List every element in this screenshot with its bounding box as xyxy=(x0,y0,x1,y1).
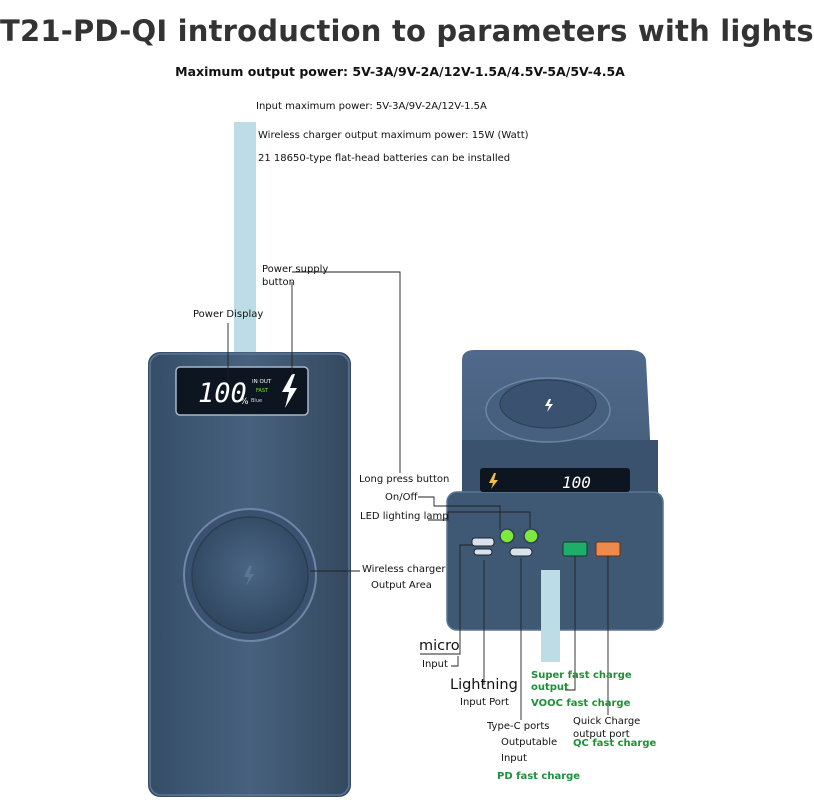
right-cable xyxy=(541,570,560,662)
usb-super-fast-port xyxy=(562,541,588,557)
label-on-off: On/Off xyxy=(385,492,418,503)
power-bank-rear: 100 xyxy=(446,350,664,631)
line-micro xyxy=(420,544,472,655)
label-micro: micro xyxy=(419,638,460,654)
label-type-c-input: Input xyxy=(501,753,527,764)
label-long-press: Long press button xyxy=(359,474,450,485)
line-long-press xyxy=(418,496,501,530)
usb-quick-charge-port xyxy=(595,541,621,557)
label-lightning-input: Input Port xyxy=(460,697,509,708)
label-wireless-area: Output Area xyxy=(371,580,432,591)
line-super-fast xyxy=(565,556,576,691)
display-blue: Blue xyxy=(251,398,262,404)
left-cable xyxy=(234,122,256,358)
label-qc-fast: QC fast charge xyxy=(573,738,657,749)
page-title: T21-PD-QI introduction to parameters wit… xyxy=(0,14,814,48)
rear-display-readout: 100 xyxy=(562,473,591,492)
rear-display xyxy=(480,468,630,492)
micro-usb-port xyxy=(471,537,495,547)
wireless-bolt-icon xyxy=(244,566,254,586)
line-micro-input xyxy=(451,656,459,667)
spec-wireless-max: Wireless charger output maximum power: 1… xyxy=(258,130,529,141)
led-lamp-right xyxy=(523,528,539,544)
label-wireless: Wireless charger xyxy=(362,564,446,575)
line-led-lamp xyxy=(428,511,531,528)
spec-max-output: Maximum output power: 5V-3A/9V-2A/12V-1.… xyxy=(175,64,625,79)
label-lightning: Lightning xyxy=(450,677,518,693)
label-power-supply-button: button xyxy=(262,277,295,288)
label-vooc-fast: VOOC fast charge xyxy=(531,698,631,709)
label-quick-charge: Quick Charge xyxy=(573,716,641,727)
type-c-port xyxy=(509,547,533,557)
label-power-supply: Power supply xyxy=(262,264,329,275)
lightning-port xyxy=(473,548,493,556)
label-quick-charge-port: output port xyxy=(573,729,630,740)
line-power-supply xyxy=(292,271,401,473)
label-type-c: Type-C ports xyxy=(487,721,550,732)
power-display-screen xyxy=(175,366,309,416)
lightning-bolt-icon xyxy=(282,374,297,408)
label-super-fast: Super fast charge xyxy=(531,670,632,681)
callout-lines xyxy=(227,271,609,720)
display-in-out: IN OUT xyxy=(252,379,272,385)
label-super-fast-output: output xyxy=(531,682,569,693)
led-lamp-left xyxy=(499,528,515,544)
label-led-lamp: LED lighting lamp xyxy=(360,511,449,522)
label-type-c-output: Outputable xyxy=(501,737,558,748)
spec-input-max: Input maximum power: 5V-3A/9V-2A/12V-1.5… xyxy=(256,101,487,112)
label-power-display: Power Display xyxy=(193,309,264,320)
display-percent-sign: % xyxy=(240,397,249,407)
power-bank-front: 100 % IN OUT FAST Blue xyxy=(148,352,351,797)
rear-wireless-icon xyxy=(545,399,553,412)
display-percent: 100 xyxy=(198,378,247,409)
label-micro-input: Input xyxy=(422,659,448,670)
label-pd-fast: PD fast charge xyxy=(497,771,581,782)
display-fast: FAST xyxy=(256,388,269,394)
spec-batteries: 21 18650-type flat-head batteries can be… xyxy=(258,153,511,164)
